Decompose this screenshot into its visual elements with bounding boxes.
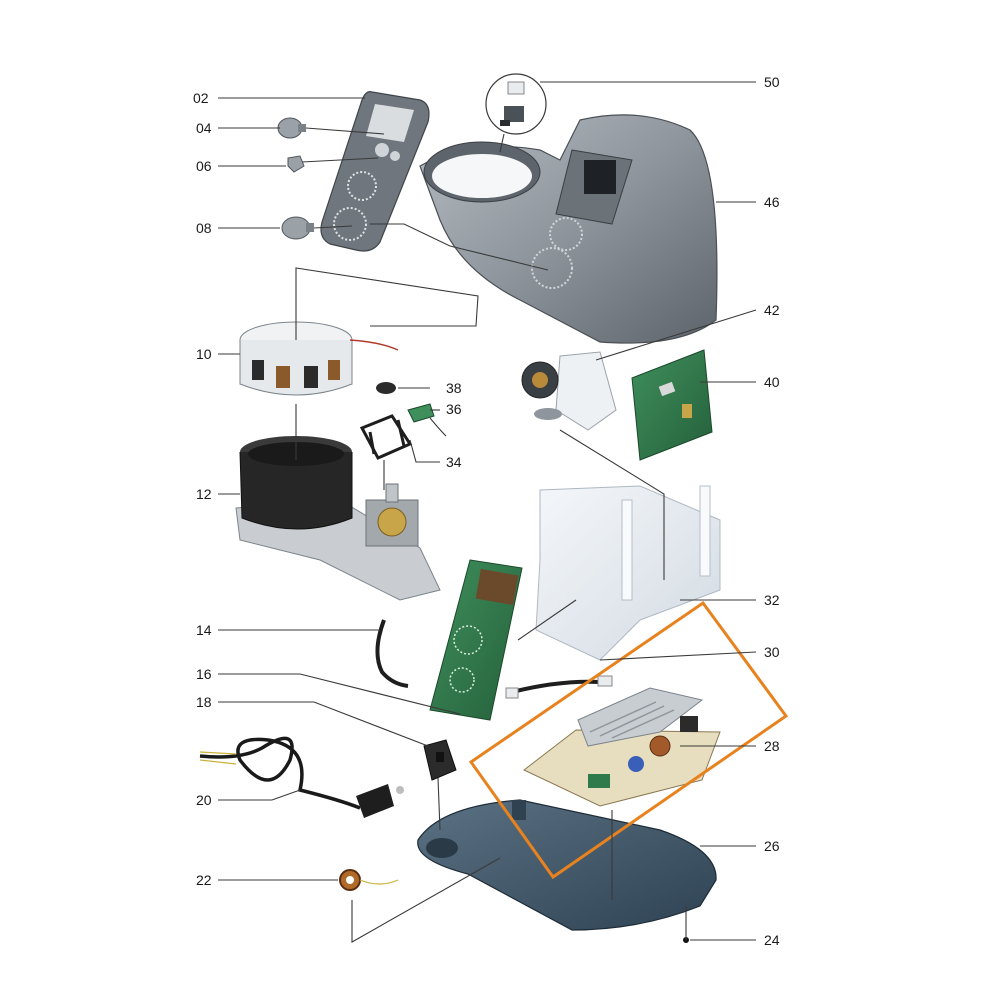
part-28-power-board (523, 687, 721, 807)
part-40-main-pcb (631, 349, 713, 461)
part-12-motor-housing (235, 436, 441, 601)
label-40: 40 (764, 374, 780, 390)
label-24: 24 (764, 932, 780, 948)
part-22-ferrite-toroid (339, 869, 399, 891)
part-14-ribbon-cable (375, 619, 409, 688)
part-34-bracket (359, 414, 413, 460)
part-labels: 02 04 06 08 10 12 14 16 18 20 22 24 26 2… (193, 74, 780, 948)
part-26-base-plate (417, 799, 717, 931)
label-28: 28 (764, 738, 780, 754)
label-12: 12 (196, 486, 212, 502)
label-30: 30 (764, 644, 780, 660)
label-34: 34 (446, 454, 462, 470)
part-20-power-cord (199, 736, 404, 818)
label-02: 02 (193, 90, 209, 106)
label-42: 42 (764, 302, 780, 318)
label-14: 14 (196, 622, 212, 638)
part-02-control-panel-overlay (320, 91, 430, 252)
part-38-grommet (376, 382, 396, 394)
part-46-top-housing (419, 114, 718, 344)
label-04: 04 (196, 120, 212, 136)
part-18-cord-clip (423, 739, 457, 781)
part-32-internal-frame (535, 485, 721, 661)
label-46: 46 (764, 194, 780, 210)
label-36: 36 (446, 401, 462, 417)
label-10: 10 (196, 346, 212, 362)
part-36-sensor-board (407, 403, 447, 437)
part-08-knob-large (281, 216, 314, 240)
label-50: 50 (764, 74, 780, 90)
label-26: 26 (764, 838, 780, 854)
label-06: 06 (196, 158, 212, 174)
label-22: 22 (196, 872, 212, 888)
label-16: 16 (196, 666, 212, 682)
part-30-wire-harness (505, 675, 613, 699)
part-50-switch-detail (485, 73, 547, 135)
label-20: 20 (196, 792, 212, 808)
part-10-motor-stator-ring (239, 321, 399, 396)
highlight-box (468, 600, 789, 880)
label-32: 32 (764, 592, 780, 608)
label-08: 08 (196, 220, 212, 236)
part-06-knob-tiny (287, 155, 305, 173)
leader-lines (218, 81, 757, 943)
part-42-fan-assembly (521, 351, 617, 431)
part-04-knob-small (277, 117, 306, 139)
label-38: 38 (446, 380, 462, 396)
label-18: 18 (196, 694, 212, 710)
part-16-display-control-board (429, 559, 523, 721)
